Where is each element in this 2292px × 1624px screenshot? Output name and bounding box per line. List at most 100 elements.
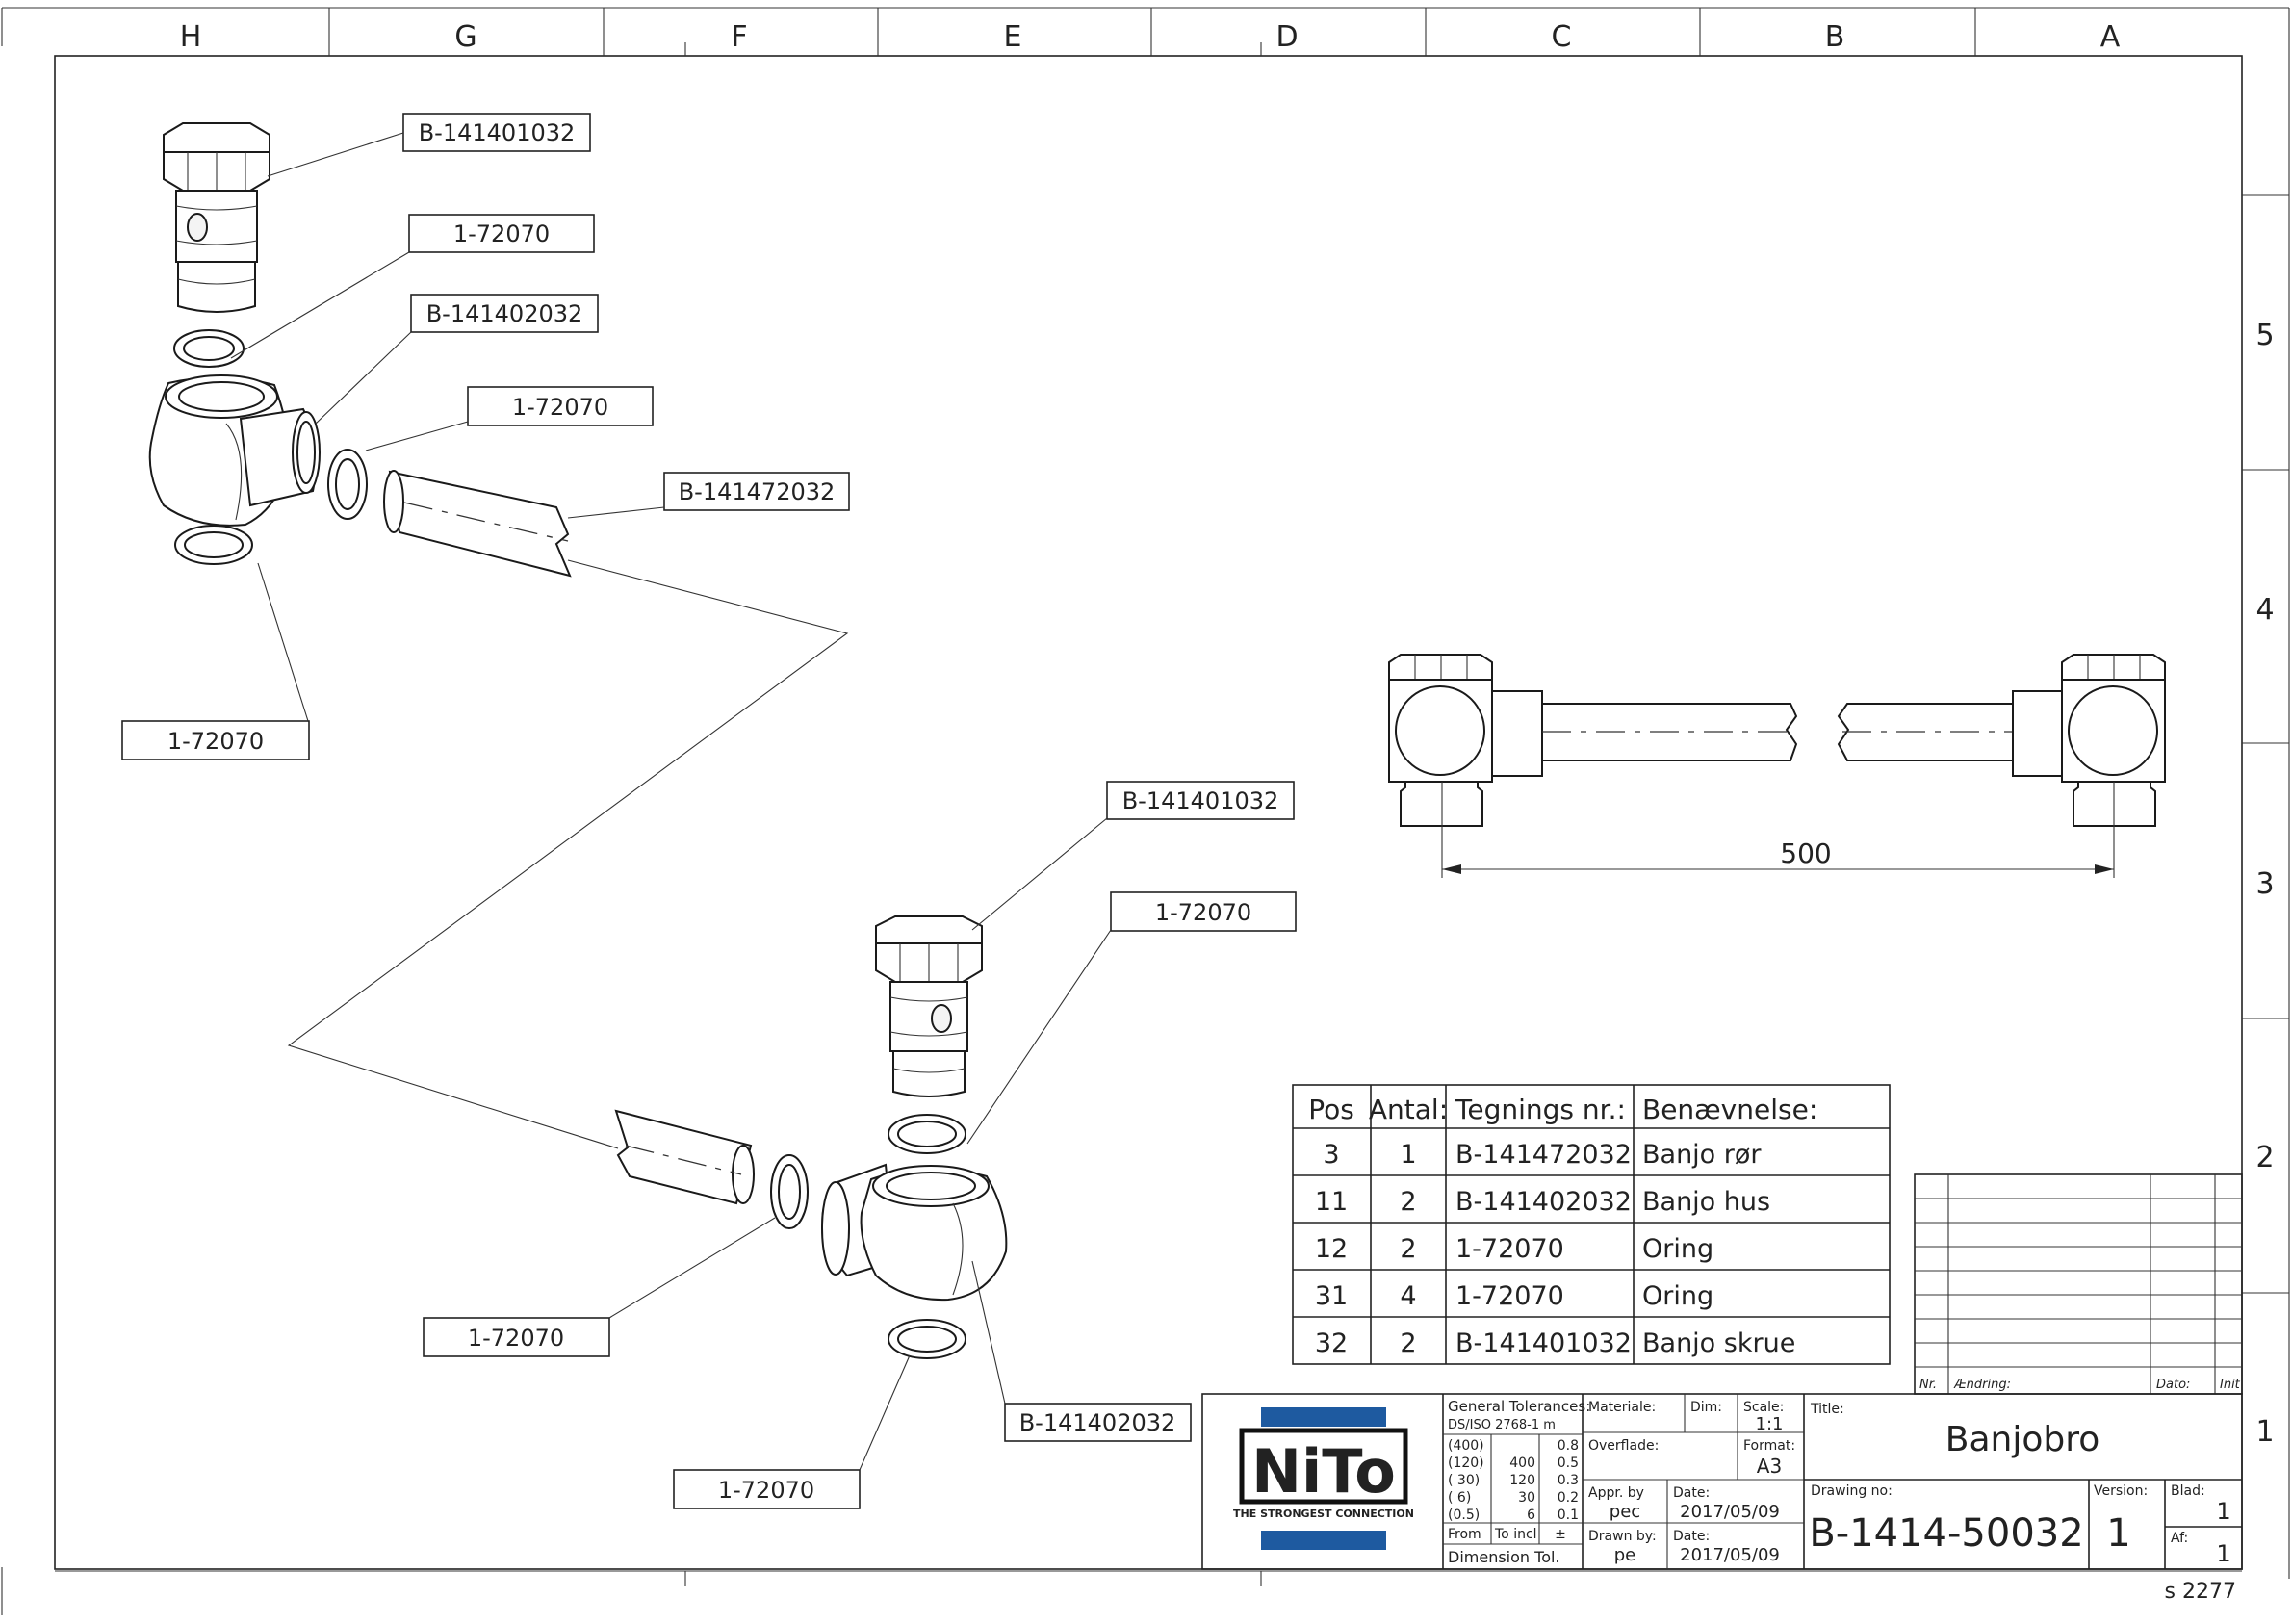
revision-table: Nr. Ændring: Dato: Init	[1914, 1173, 2243, 1395]
bom-cell: 2	[1400, 1328, 1416, 1358]
drawing-frame	[1, 7, 2290, 1615]
revision-header: Nr.	[1919, 1378, 1937, 1392]
table-row: 31 4 1-72070 Oring	[1315, 1281, 1713, 1311]
appr-date: 2017/05/09	[1680, 1502, 1780, 1522]
tol-cell: (400)	[1448, 1438, 1484, 1454]
tol-cell: 0.3	[1558, 1473, 1579, 1488]
table-row: 3 1 B-141472032 Banjo rør	[1323, 1140, 1762, 1170]
revision-header: Init	[2220, 1378, 2241, 1392]
title-label: Title:	[1810, 1402, 1844, 1417]
zone-letter: F	[731, 20, 747, 54]
to-label: To incl	[1494, 1527, 1537, 1542]
callouts-bottom: B-141401032 1-72070 1-72070 B-141402032 …	[423, 781, 1297, 1509]
dim-label: Dim:	[1690, 1400, 1722, 1415]
bom-header: Benævnelse:	[1642, 1094, 1817, 1125]
bom-cell: Oring	[1642, 1281, 1713, 1311]
tol-cell: ( 30)	[1448, 1473, 1480, 1488]
table-row: 32 2 B-141401032 Banjo skrue	[1315, 1328, 1795, 1358]
sheet-value: 1	[2216, 1498, 2230, 1525]
callout-label: B-141402032	[1019, 1409, 1176, 1436]
sealing-washer-top-2	[327, 449, 368, 520]
logo-text: NiTo	[1251, 1436, 1396, 1507]
sealing-washer-bottom-3	[888, 1319, 966, 1359]
bom-cell: 1-72070	[1455, 1234, 1564, 1264]
callout-label: B-141472032	[679, 478, 836, 505]
bom-cell: B-141472032	[1455, 1140, 1632, 1170]
company-logo: NiTo THE STRONGEST CONNECTION	[1233, 1407, 1414, 1550]
callout-label: 1-72070	[468, 1325, 564, 1352]
banjo-housing-top	[148, 374, 321, 527]
tol-cell: 0.8	[1558, 1438, 1579, 1454]
exploded-view-top: B-141401032 1-72070 B-141402032 1-72070 …	[121, 113, 850, 760]
bom-cell: 1	[1400, 1140, 1416, 1170]
banjo-bolt-top	[163, 122, 270, 313]
zone-letter: D	[1275, 20, 1298, 54]
bom-cell: 12	[1315, 1234, 1348, 1264]
zone-letter: A	[2100, 20, 2121, 54]
assembly-connection-line	[287, 559, 849, 1149]
bom-table: Pos Antal: Tegnings nr.: Benævnelse: 3 1…	[1292, 1084, 1891, 1365]
format-label: Format:	[1743, 1438, 1795, 1454]
tol-cell: 0.5	[1558, 1456, 1579, 1471]
drawn-date-label: Date:	[1673, 1529, 1710, 1544]
banjo-bolt-bottom	[875, 915, 983, 1097]
zone-number: 3	[2255, 867, 2274, 901]
banjo-pipe-top	[383, 470, 572, 578]
sheet-reference: s 2277	[2165, 1580, 2236, 1604]
exploded-view-bottom: B-141401032 1-72070 1-72070 B-141402032 …	[423, 781, 1297, 1509]
logo-bar-bottom	[1261, 1531, 1386, 1550]
surface-label: Overflade:	[1588, 1438, 1659, 1454]
assembly-side-view: 500	[1388, 654, 2166, 878]
drawn-date: 2017/05/09	[1680, 1545, 1780, 1565]
tol-cell: 30	[1518, 1490, 1535, 1506]
callout-label: 1-72070	[1155, 899, 1251, 926]
sealing-washer-bottom-1	[888, 1114, 966, 1154]
callouts-top: B-141401032 1-72070 B-141402032 1-72070 …	[121, 113, 850, 760]
callout-label: B-141401032	[419, 119, 576, 146]
gen-tol-label: General Tolerances:	[1448, 1398, 1590, 1415]
zone-letter: C	[1552, 20, 1572, 54]
of-value: 1	[2216, 1540, 2230, 1567]
zone-letter: B	[1825, 20, 1845, 54]
tol-cell: (0.5)	[1448, 1508, 1480, 1523]
bom-cell: 2	[1400, 1234, 1416, 1264]
zone-number: 5	[2255, 319, 2274, 352]
bom-cell: 4	[1400, 1281, 1416, 1311]
drawn-label: Drawn by:	[1588, 1529, 1657, 1544]
appr-label: Appr. by	[1588, 1485, 1644, 1501]
material-label: Materiale:	[1588, 1400, 1656, 1415]
bom-cell: Banjo rør	[1642, 1140, 1762, 1170]
zone-letter: G	[454, 20, 476, 54]
dim-tol-label: Dimension Tol.	[1448, 1548, 1560, 1566]
bom-cell: 32	[1315, 1328, 1348, 1358]
gen-tol-std: DS/ISO 2768-1 m	[1448, 1418, 1556, 1432]
zone-letters: H G F E D C B A	[180, 20, 2121, 54]
revision-header: Ændring:	[1953, 1378, 2011, 1392]
version-label: Version:	[2094, 1483, 2148, 1499]
tol-cell: 0.2	[1558, 1490, 1579, 1506]
bom-cell: 11	[1315, 1187, 1348, 1217]
callout-label: B-141401032	[1122, 787, 1279, 814]
banjo-housing-bottom	[821, 1163, 1008, 1302]
bom-header: Antal:	[1369, 1094, 1448, 1125]
tol-cell: 120	[1509, 1473, 1535, 1488]
table-row: 11 2 B-141402032 Banjo hus	[1315, 1187, 1770, 1217]
bom-cell: Banjo hus	[1642, 1187, 1770, 1217]
logo-bar-top	[1261, 1407, 1386, 1427]
sealing-washer-top-3	[174, 525, 253, 565]
bom-cell: Oring	[1642, 1234, 1713, 1264]
sealing-washer-bottom-2	[770, 1154, 809, 1229]
tol-cell: 6	[1527, 1508, 1535, 1523]
zone-letter: H	[180, 20, 202, 54]
drawing-no-label: Drawing no:	[1811, 1483, 1893, 1499]
of-label: Af:	[2171, 1531, 2188, 1546]
drawn-value: pe	[1614, 1545, 1636, 1565]
from-label: From	[1448, 1527, 1481, 1542]
sealing-washer-top-1	[173, 329, 245, 368]
zone-number: 1	[2255, 1415, 2274, 1449]
scale-value: 1:1	[1756, 1414, 1784, 1434]
bom-cell: 3	[1323, 1140, 1339, 1170]
version-value: 1	[2106, 1511, 2130, 1556]
